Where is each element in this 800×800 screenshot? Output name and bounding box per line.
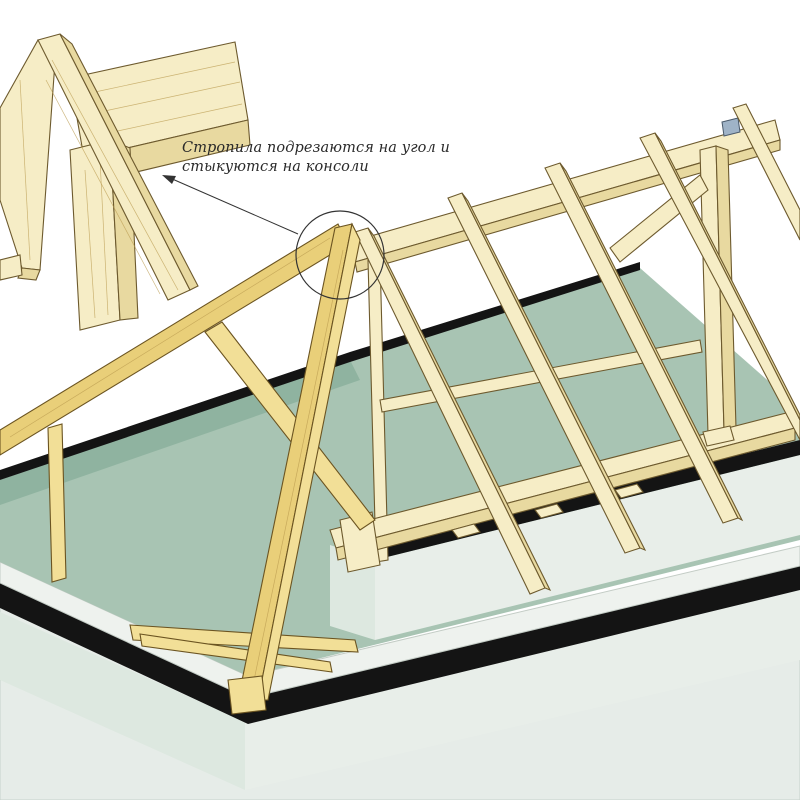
leader-arrow-icon bbox=[162, 175, 299, 235]
building-base bbox=[0, 545, 800, 800]
callout-label: Стропила подрезаются на угол и стыкуются… bbox=[182, 139, 512, 177]
detail-circle-icon bbox=[295, 210, 385, 300]
callout-line-2: стыкуются на консоли bbox=[182, 159, 369, 175]
joint-detail-inset bbox=[0, 33, 251, 331]
right-slope-framing bbox=[329, 103, 800, 595]
callout-line-1: Стропила подрезаются на угол и bbox=[182, 140, 450, 156]
hip-rafter-frame bbox=[0, 222, 376, 715]
